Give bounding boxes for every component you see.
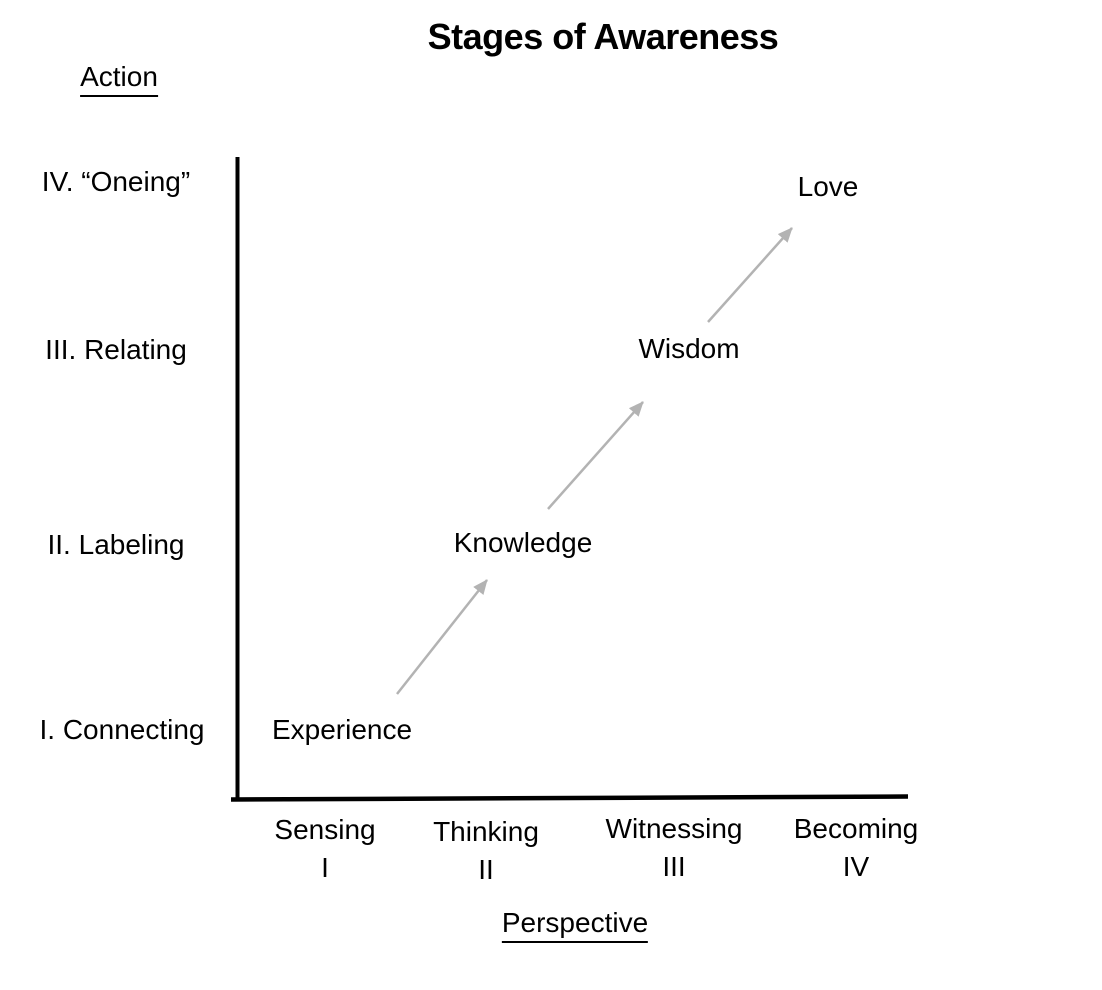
x-axis-tick-becoming: Becoming IV	[794, 810, 919, 886]
x-axis-tick-numeral: I	[321, 852, 329, 883]
y-axis-tick-connecting: I. Connecting	[39, 714, 205, 745]
x-axis-tick-numeral: IV	[842, 851, 870, 882]
page-title: Stages of Awareness	[427, 16, 779, 57]
y-axis-title: Action	[80, 60, 158, 97]
stage-label-experience: Experience	[271, 714, 413, 745]
arrow-wisdom-to-love	[707, 227, 793, 323]
x-axis-tick-name: Becoming	[793, 813, 919, 844]
x-axis-tick-name: Witnessing	[605, 813, 743, 844]
x-axis-title-text: Perspective	[501, 906, 649, 943]
x-axis-tick-witnessing: Witnessing III	[606, 810, 743, 886]
x-axis-tick-sensing: Sensing I	[274, 811, 375, 887]
y-axis-tick-labeling: II. Labeling	[47, 529, 185, 560]
stage-label-knowledge: Knowledge	[453, 527, 593, 558]
stage-label-love: Love	[797, 171, 859, 202]
y-axis-title-text: Action	[80, 60, 158, 97]
y-axis-tick-oneing: IV. “Oneing”	[41, 166, 191, 197]
x-axis-tick-thinking: Thinking II	[433, 813, 539, 889]
stage-label-wisdom: Wisdom	[638, 333, 740, 364]
x-axis-title: Perspective	[501, 906, 649, 943]
arrow-knowledge-to-wisdom	[547, 401, 644, 510]
y-axis-tick-relating: III. Relating	[45, 334, 187, 365]
x-axis-tick-name: Sensing	[274, 814, 376, 845]
x-axis-tick-numeral: II	[478, 854, 494, 885]
arrow-experience-to-knowledge	[396, 579, 488, 695]
x-axis-tick-name: Thinking	[433, 816, 539, 847]
x-axis-line	[230, 794, 909, 802]
x-axis-tick-numeral: III	[662, 851, 686, 882]
